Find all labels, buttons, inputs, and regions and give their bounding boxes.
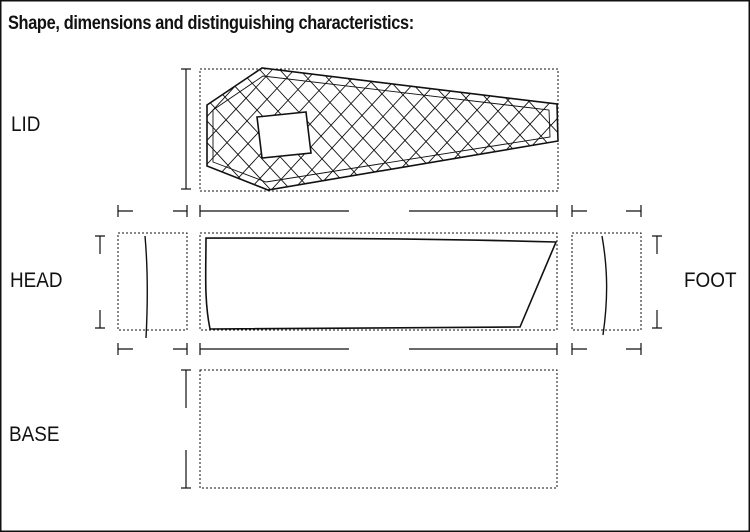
lid-outline [206, 67, 559, 191]
lid-view [181, 67, 559, 192]
foot-bounding-box [571, 232, 642, 331]
section-heading: Shape, dimensions and distinguishing cha… [8, 13, 414, 34]
foot-profile-line [601, 235, 608, 336]
length-dimension-top [199, 205, 558, 217]
lid-label: LID [11, 113, 41, 136]
lid-height-dimension [181, 68, 191, 190]
side-view-dimensions [95, 205, 662, 355]
foot-height-dimension [652, 235, 662, 329]
lid-plaque [256, 111, 312, 159]
side-bounding-box [199, 232, 558, 331]
base-bounding-box [199, 369, 558, 489]
base-label: BASE [9, 423, 60, 446]
length-dimension-bottom [199, 343, 558, 355]
head-width-dimension-top [117, 205, 188, 217]
head-width-dimension-bottom [117, 343, 188, 355]
foot-width-dimension-bottom [571, 343, 642, 355]
head-profile-line [144, 235, 149, 339]
side-view [199, 232, 558, 331]
lid-bounding-box [199, 68, 559, 192]
base-view [181, 369, 558, 489]
lid-inner-outline [212, 75, 551, 183]
foot-width-dimension-top [571, 205, 642, 217]
head-view [117, 232, 188, 339]
head-bounding-box [117, 232, 188, 331]
side-profile-outline [204, 237, 558, 330]
foot-label: FOOT [684, 269, 737, 292]
lid-hatching [207, 69, 558, 190]
base-height-dimension [181, 369, 191, 489]
head-height-dimension [95, 235, 105, 329]
head-label: HEAD [10, 269, 63, 292]
foot-view [571, 232, 642, 336]
